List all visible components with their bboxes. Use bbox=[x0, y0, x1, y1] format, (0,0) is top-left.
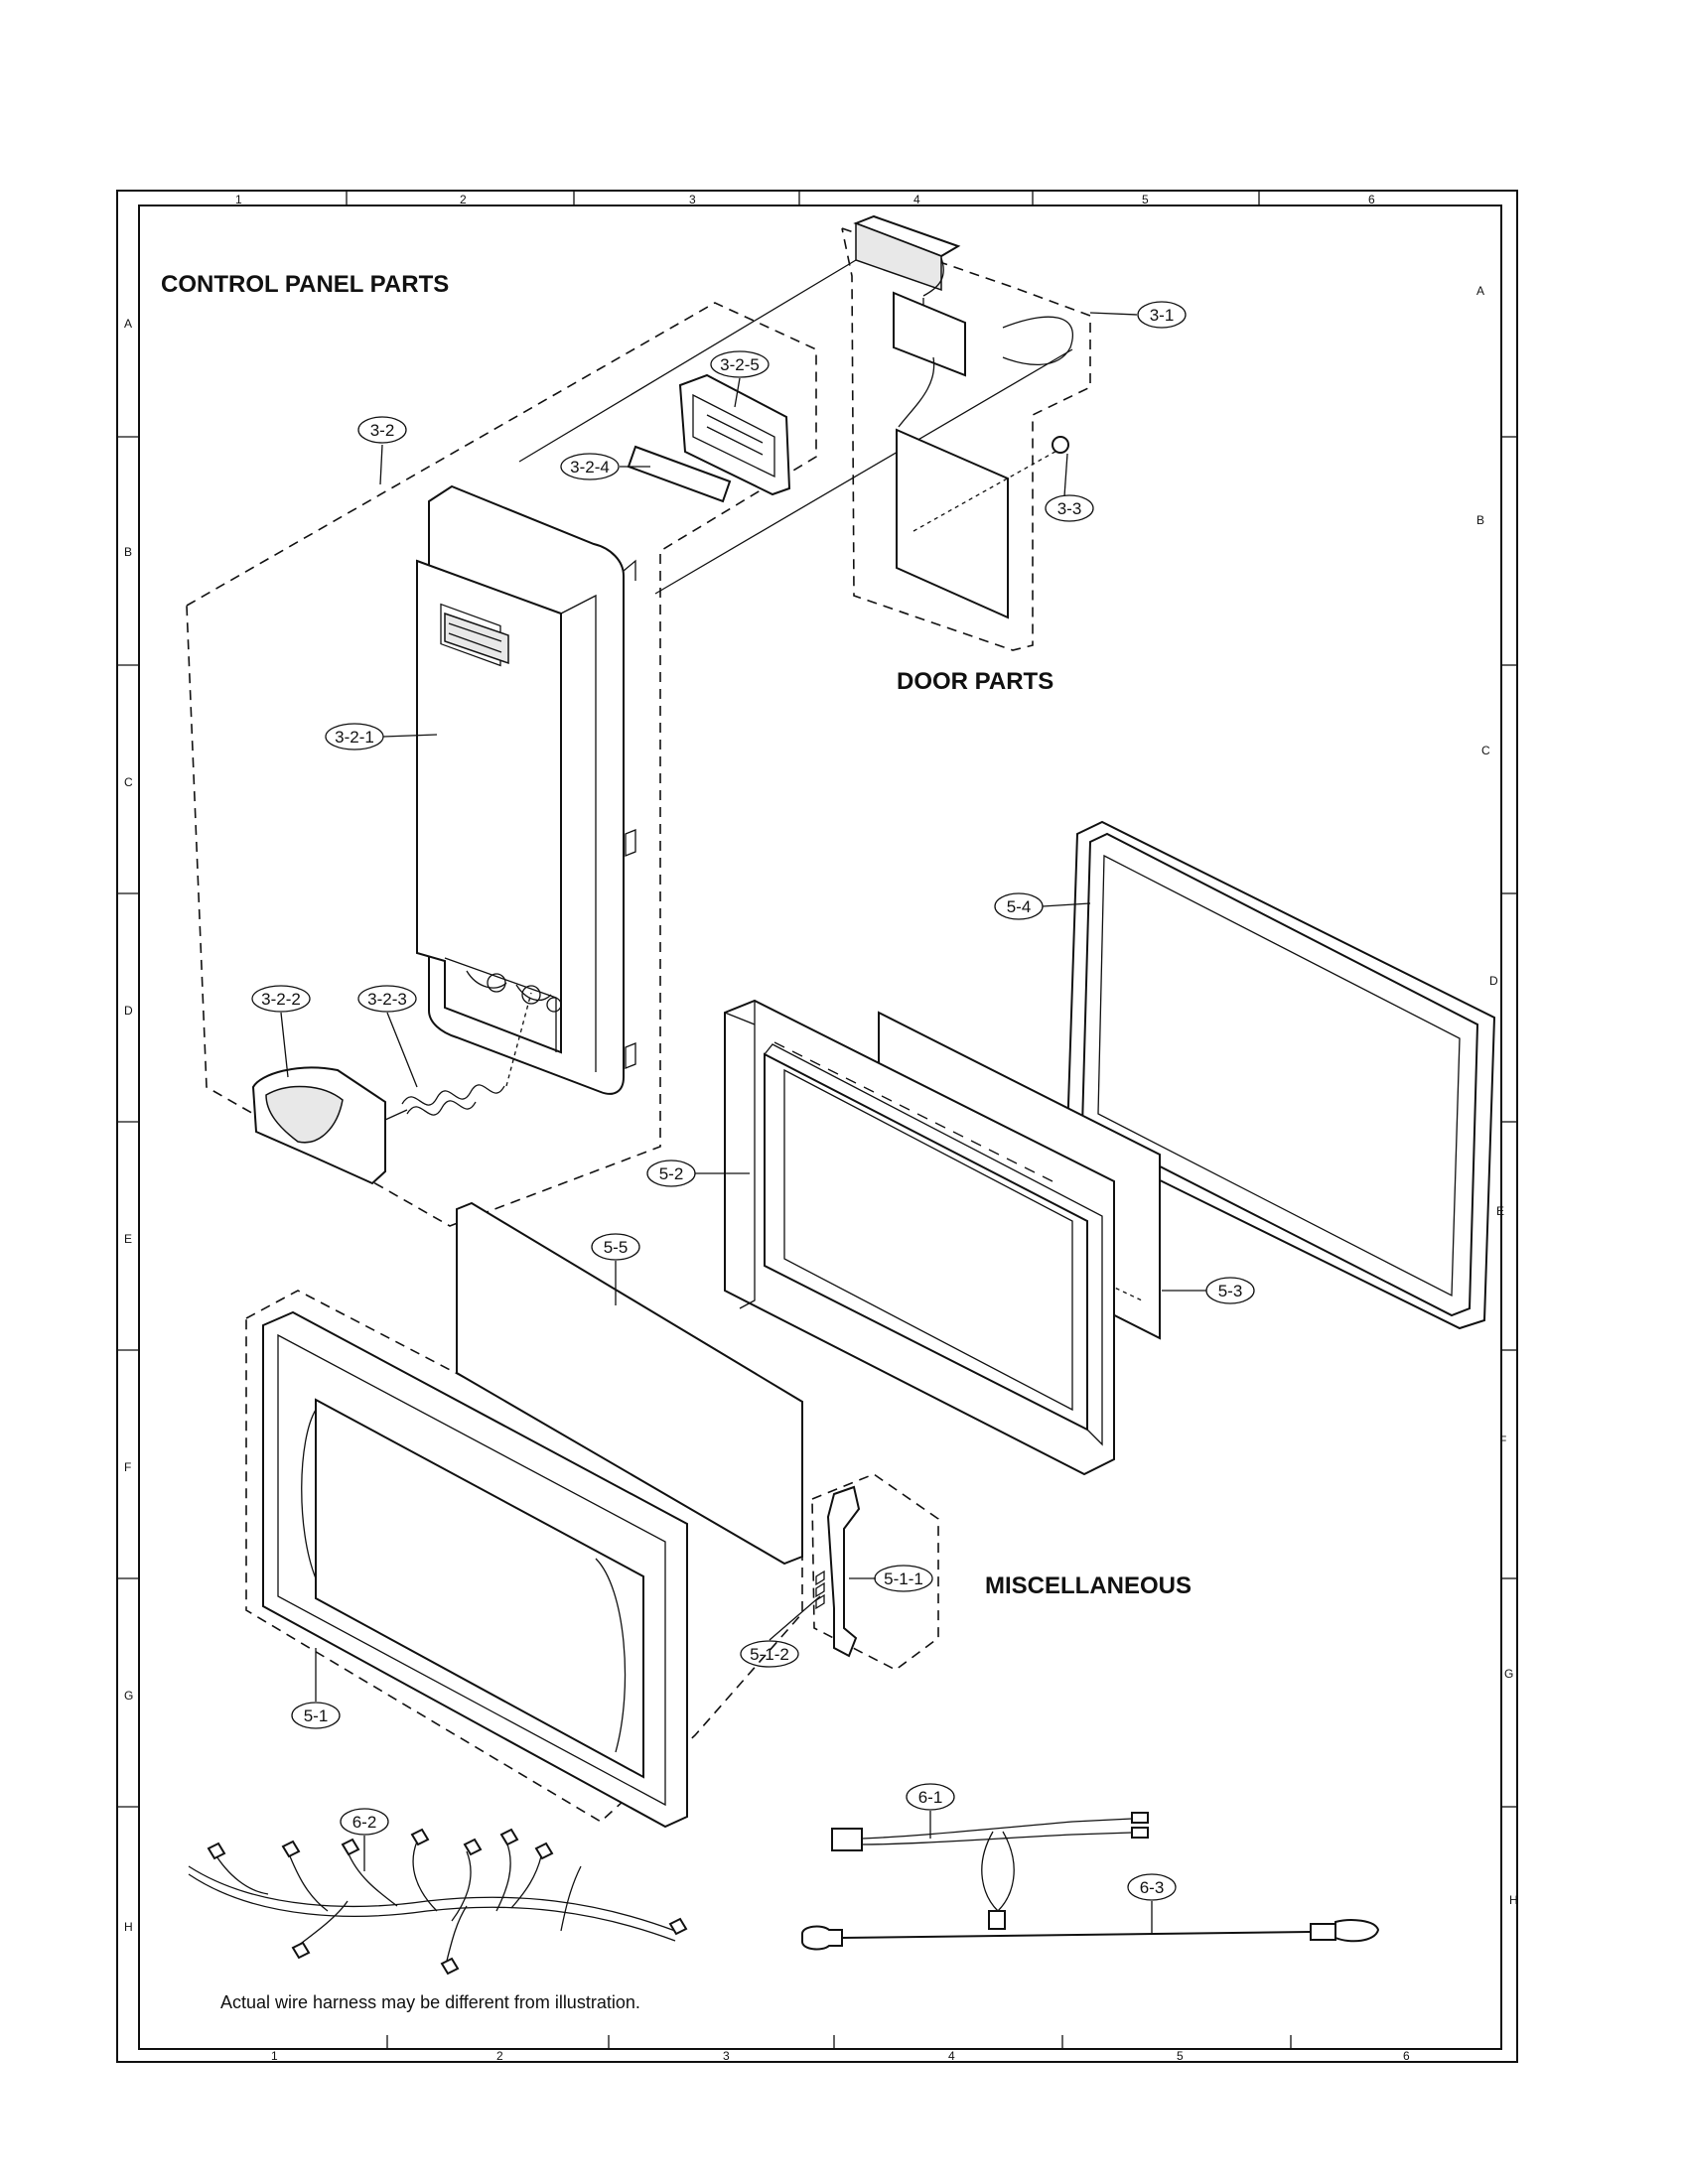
grid-col-top-4: 4 bbox=[913, 193, 920, 206]
grid-col-bottom-1: 1 bbox=[271, 2049, 278, 2063]
grid-row-left-E: E bbox=[124, 1232, 132, 1246]
grid-row-left-F: F bbox=[124, 1460, 131, 1474]
grid-row-right-A: A bbox=[1476, 284, 1484, 298]
callouts: 3-1 3-2 3-2-1 3-2-2 3-2-3 3-2-4 3-2-5 3-… bbox=[251, 301, 1255, 1934]
callout-5-3: 5-3 bbox=[1218, 1282, 1243, 1300]
callout-3-3: 3-3 bbox=[1057, 499, 1082, 518]
callout-5-1-2: 5-1-2 bbox=[750, 1645, 789, 1664]
grid-col-top-6: 6 bbox=[1368, 193, 1375, 206]
grid-row-right-C: C bbox=[1481, 744, 1490, 757]
grid-row-left-A: A bbox=[124, 317, 132, 331]
grid-row-left-H: H bbox=[124, 1920, 133, 1934]
callout-5-5: 5-5 bbox=[604, 1238, 629, 1257]
grid-row-left-D: D bbox=[124, 1004, 133, 1018]
wire-harness-6-3 bbox=[801, 1919, 1380, 1951]
grid-row-left-C: C bbox=[124, 775, 133, 789]
door-parts-title: DOOR PARTS bbox=[897, 668, 1053, 695]
grid-col-top-2: 2 bbox=[460, 193, 467, 206]
grid-col-bottom-6: 6 bbox=[1403, 2049, 1410, 2063]
callout-5-4: 5-4 bbox=[1007, 897, 1032, 916]
callout-3-1: 3-1 bbox=[1150, 306, 1175, 325]
grid-row-right-D: D bbox=[1489, 974, 1498, 988]
callout-5-1: 5-1 bbox=[304, 1706, 329, 1725]
callout-5-2: 5-2 bbox=[659, 1164, 684, 1183]
grid-row-right-G: G bbox=[1504, 1667, 1513, 1681]
grid-row-right-H: H bbox=[1509, 1893, 1518, 1907]
callout-6-3: 6-3 bbox=[1140, 1878, 1165, 1897]
grid-col-top-3: 3 bbox=[689, 193, 696, 206]
grid-row-right-B: B bbox=[1476, 513, 1484, 527]
grid-col-bottom-4: 4 bbox=[948, 2049, 955, 2063]
callout-5-1-1: 5-1-1 bbox=[884, 1570, 923, 1588]
grid-labels: 1 2 3 4 5 6 1 2 3 4 5 6 A B C D E F G H … bbox=[124, 193, 1518, 2063]
callout-3-2-2: 3-2-2 bbox=[261, 990, 301, 1009]
drawing-frame bbox=[116, 190, 1518, 2063]
callout-3-2-3: 3-2-3 bbox=[367, 990, 407, 1009]
grid-row-right-E: E bbox=[1496, 1204, 1504, 1218]
grid-col-top-1: 1 bbox=[235, 193, 242, 206]
callout-3-2-4: 3-2-4 bbox=[570, 458, 610, 477]
door-panel-assembly bbox=[245, 1201, 939, 1829]
grid-row-left-G: G bbox=[124, 1689, 133, 1703]
door-parts-assembly bbox=[841, 214, 1091, 651]
door-assembly bbox=[724, 820, 1496, 1476]
callout-6-1: 6-1 bbox=[918, 1788, 943, 1807]
wire-harness-6-1 bbox=[831, 1812, 1149, 1930]
harness-disclaimer-note: Actual wire harness may be different fro… bbox=[220, 1992, 640, 2012]
grid-col-bottom-5: 5 bbox=[1177, 2049, 1184, 2063]
callout-3-2-1: 3-2-1 bbox=[335, 728, 374, 747]
grid-row-right-F: F bbox=[1499, 1433, 1506, 1447]
control-panel-assembly bbox=[186, 259, 1073, 1227]
grid-col-bottom-2: 2 bbox=[496, 2049, 503, 2063]
wire-harness-6-2 bbox=[188, 1828, 688, 1976]
control-panel-parts-title: CONTROL PANEL PARTS bbox=[161, 271, 449, 298]
miscellaneous-title: MISCELLANEOUS bbox=[985, 1572, 1192, 1599]
grid-col-bottom-3: 3 bbox=[723, 2049, 730, 2063]
callout-3-2: 3-2 bbox=[370, 421, 395, 440]
callout-6-2: 6-2 bbox=[352, 1813, 377, 1832]
grid-col-top-5: 5 bbox=[1142, 193, 1149, 206]
callout-3-2-5: 3-2-5 bbox=[720, 355, 760, 374]
grid-row-left-B: B bbox=[124, 545, 132, 559]
